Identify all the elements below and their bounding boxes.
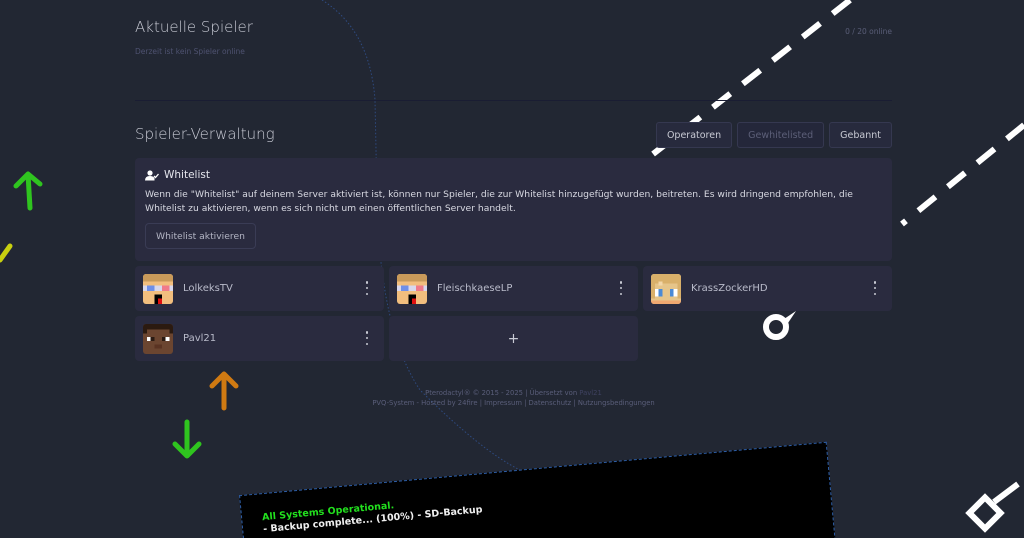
more-options-icon[interactable]	[364, 331, 370, 345]
whitelist-card: Whitelist Wenn die "Whitelist" auf deine…	[135, 158, 892, 261]
arrow-up-green-icon	[13, 171, 43, 211]
current-players-title: Aktuelle Spieler	[135, 18, 253, 36]
player-name: FleischkaeseLP	[437, 283, 513, 294]
more-options-icon[interactable]	[364, 281, 370, 295]
player-avatar	[397, 273, 427, 304]
footer: Pterodactyl® © 2015 - 2025 | Übersetzt v…	[135, 388, 892, 408]
tab-operators[interactable]: Operatoren	[655, 122, 733, 148]
player-name: Pavl21	[183, 333, 217, 344]
whitelist-title: Whitelist	[164, 169, 210, 181]
user-check-icon	[145, 169, 159, 180]
player-name: KrassZockerHD	[691, 283, 768, 294]
player-management-title: Spieler-Verwaltung	[135, 125, 275, 143]
add-player-button[interactable]: +	[389, 316, 638, 361]
arrow-down-yellow-icon	[0, 243, 13, 263]
player-avatar	[651, 273, 681, 304]
translator-link[interactable]: Pavl21	[579, 389, 602, 397]
footer-links[interactable]: PVQ-System - Hosted by 24fire | Impressu…	[372, 399, 655, 407]
arrow-down-green-icon	[172, 419, 202, 459]
enable-whitelist-button[interactable]: Whitelist aktivieren	[145, 223, 256, 249]
plus-icon: +	[507, 330, 520, 347]
tab-banned[interactable]: Gebannt	[829, 122, 892, 148]
more-options-icon[interactable]	[872, 281, 878, 295]
tab-whitelisted[interactable]: Gewhitelisted	[737, 122, 825, 148]
no-players-message: Derzeit ist kein Spieler online	[135, 47, 245, 56]
player-card[interactable]: LolkeksTV	[135, 266, 384, 311]
square-key-decoration	[965, 481, 1020, 533]
online-count: 0 / 20 online	[845, 27, 892, 36]
player-avatar	[143, 323, 173, 354]
section-divider	[135, 100, 892, 101]
player-list: LolkeksTV FleischkaeseLP	[135, 266, 892, 361]
more-options-icon[interactable]	[618, 281, 624, 295]
management-tabs: Operatoren Gewhitelisted Gebannt	[655, 122, 892, 148]
whitelist-description: Wenn die "Whitelist" auf deinem Server a…	[145, 189, 853, 214]
player-card[interactable]: KrassZockerHD	[643, 266, 892, 311]
player-name: LolkeksTV	[183, 283, 233, 294]
footer-copyright: Pterodactyl® © 2015 - 2025 | Übersetzt v…	[425, 389, 580, 397]
player-card[interactable]: FleischkaeseLP	[389, 266, 638, 311]
terminal-panel: All Systems Operational. - Backup comple…	[239, 441, 842, 538]
player-card[interactable]: Pavl21	[135, 316, 384, 361]
player-avatar	[143, 273, 173, 304]
